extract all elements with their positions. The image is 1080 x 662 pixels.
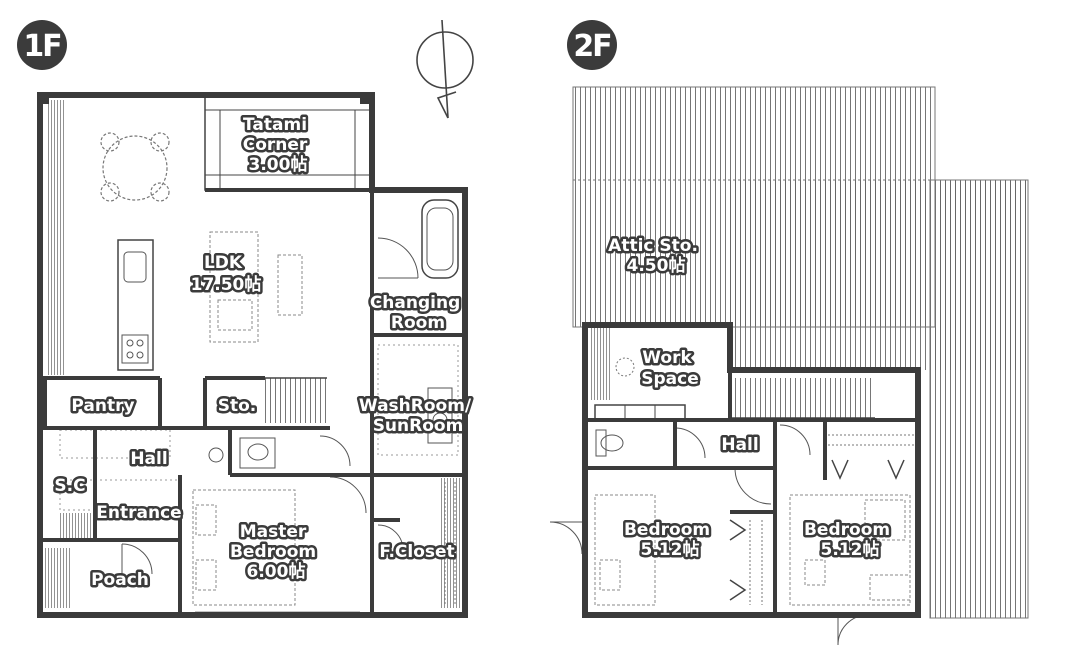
room-label-attic-storage: Attic Sto. 4.50帖 <box>608 236 704 276</box>
room-label-washroom-sunroom: WashRoom/ SunRoom <box>359 396 477 436</box>
floor-badge-2f-text: 2F <box>573 29 610 64</box>
room-label-entrance: Entrance <box>96 503 181 523</box>
room-label-tatami-corner: Tatami Corner 3.00帖 <box>243 115 313 175</box>
room-label-shoe-closet: S.C <box>54 476 85 496</box>
first-floor-plan <box>37 92 468 618</box>
room-label-porch: Poach <box>91 570 149 590</box>
room-label-ldk: LDK 17.50帖 <box>191 253 262 295</box>
floor-badge-2f: 2F <box>567 20 617 70</box>
floor-badge-1f-text: 1F <box>23 29 60 64</box>
room-label-bedroom-east: Bedroom 5.12帖 <box>804 520 896 560</box>
room-label-changing-room: Changing Room <box>370 293 466 333</box>
room-label-work-space: Work Space <box>641 348 699 389</box>
room-label-hall-2f: Hall <box>721 435 758 455</box>
compass-icon <box>416 19 474 119</box>
room-label-pantry: Pantry <box>71 396 134 416</box>
floor-badge-1f: 1F <box>17 20 67 70</box>
room-label-bedroom-west: Bedroom 5.12帖 <box>624 520 716 560</box>
second-floor-plan <box>549 86 1029 646</box>
room-label-hall-1f: Hall <box>130 449 167 469</box>
room-label-storage: Sto. <box>218 396 257 416</box>
room-label-master-bedroom: Master Bedroom 6.00帖 <box>230 522 322 582</box>
room-label-family-closet: F.Closet <box>379 542 454 562</box>
